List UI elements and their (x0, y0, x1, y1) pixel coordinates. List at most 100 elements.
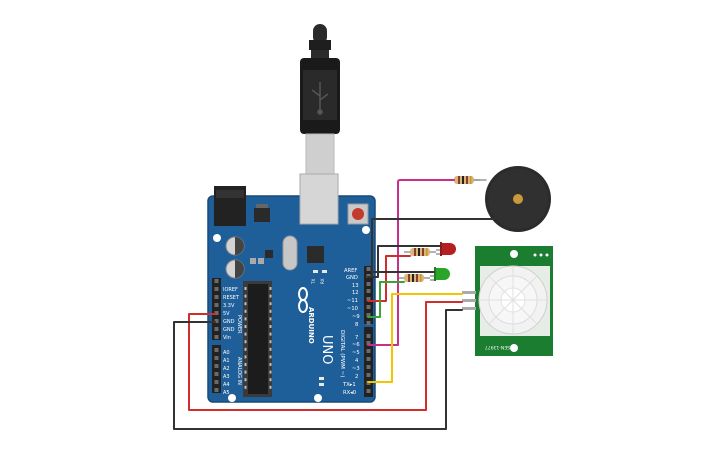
header-pin-hole[interactable] (214, 335, 219, 339)
header-pin-hole[interactable] (366, 373, 371, 377)
chip-pin (244, 317, 247, 321)
pir-pin (462, 299, 476, 302)
wire-red-led[interactable] (367, 255, 411, 302)
pin-label-4: 4 (355, 358, 359, 364)
chip-pin (244, 287, 247, 290)
mounting-hole (213, 234, 221, 242)
header-pin-hole[interactable] (366, 282, 371, 286)
pin-label-12: 12 (352, 290, 359, 296)
header-pin-hole[interactable] (366, 321, 371, 325)
header-pin-hole[interactable] (366, 349, 371, 353)
chip-pin (244, 294, 247, 298)
chip-pin (244, 385, 247, 389)
pin-label-10: ~10 (347, 306, 358, 312)
power-header (212, 278, 221, 340)
pin-label-7: 7 (355, 335, 358, 341)
header-pin-hole[interactable] (214, 287, 219, 291)
resistor-green-led[interactable] (399, 274, 430, 282)
header-pin-hole[interactable] (366, 357, 371, 361)
chip-pin (269, 317, 272, 321)
header-pin-hole[interactable] (366, 267, 371, 271)
chip-pin (244, 309, 247, 313)
chip-pin (269, 347, 272, 351)
pin-label-a1: A1 (223, 358, 230, 364)
header-pin-hole[interactable] (366, 305, 371, 309)
header-pin-hole[interactable] (366, 389, 371, 393)
wire-black-pir-gnd[interactable] (173, 309, 463, 430)
header-pin-hole[interactable] (214, 356, 219, 360)
pir-top-label: PIR SENSOR (497, 354, 524, 360)
header-pin-hole[interactable] (214, 303, 219, 307)
header-pin-hole[interactable] (214, 295, 219, 299)
pir-hole (510, 344, 518, 352)
pin-label-gnd: GND (346, 275, 358, 281)
piezo-buzzer[interactable] (485, 166, 551, 232)
header-pin-hole[interactable] (214, 327, 219, 331)
pin-label-tx1: TX▸1 (342, 382, 356, 388)
chip-pin (269, 363, 272, 366)
header-pin-hole[interactable] (366, 341, 371, 345)
red-led[interactable] (436, 242, 456, 256)
usb-icon (311, 82, 329, 115)
arduino-logo (298, 287, 308, 313)
wire-magenta-buzzer[interactable] (367, 179, 455, 346)
chip-pin (244, 355, 247, 359)
l-led (319, 383, 324, 386)
chip-pin (269, 385, 272, 389)
chip-pin (269, 309, 272, 313)
header-pin-hole[interactable] (214, 364, 219, 368)
chip-pin (269, 340, 272, 344)
model-label: UNO (319, 335, 334, 364)
wire-black-green-led[interactable] (371, 271, 435, 278)
pin-label-5: ~5 (352, 350, 360, 356)
left-pin-holes[interactable] (214, 279, 219, 392)
header-pin-hole[interactable] (214, 319, 219, 323)
pin-label-a4: A4 (223, 382, 230, 388)
header-pin-hole[interactable] (214, 372, 219, 376)
mounting-hole (362, 226, 370, 234)
header-pin-hole[interactable] (366, 297, 371, 301)
chip-pin (269, 370, 272, 374)
wire-green-led[interactable] (367, 281, 405, 318)
header-pin-hole[interactable] (366, 334, 371, 338)
analog-header-label: ANALOG IN (236, 357, 242, 385)
pin-label-rx0: RX◂0 (343, 390, 356, 396)
header-pin-hole[interactable] (214, 388, 219, 392)
chip-pin (269, 378, 272, 382)
header-pin-hole[interactable] (214, 311, 219, 315)
chip-pin (269, 294, 272, 298)
header-pin-hole[interactable] (366, 365, 371, 369)
pin-label-3: ~3 (352, 366, 360, 372)
green-led[interactable] (430, 267, 450, 281)
chip-pin (244, 370, 247, 374)
wire-red-pir-vcc[interactable] (188, 301, 463, 411)
header-pin-hole[interactable] (366, 313, 371, 317)
atmega-chip (248, 284, 268, 394)
chip-pin (244, 332, 247, 336)
header-pin-hole[interactable] (366, 289, 371, 293)
chip-pin (269, 302, 272, 306)
pir-sensor[interactable]: PIR SENSOR SEN-13977 (462, 246, 553, 360)
usb-cable[interactable] (300, 24, 340, 175)
pin-label-a2: A2 (223, 366, 230, 372)
header-pin-hole[interactable] (214, 348, 219, 352)
pin-label-gnd1: GND (223, 319, 235, 325)
reset-button[interactable] (347, 203, 369, 225)
buzzer-center (513, 194, 523, 204)
pin-label-a3: A3 (223, 374, 230, 380)
rx-label: RX (320, 278, 325, 284)
tx-led (313, 270, 318, 273)
header-pin-hole[interactable] (214, 279, 219, 283)
chip-pin (269, 325, 272, 328)
pin-label-reset: RESET (223, 295, 240, 301)
arduino-uno-board[interactable]: TX RX ARDUINO UNO AREF GND 13 (207, 173, 376, 403)
tx-label: TX (311, 279, 316, 285)
analog-header (212, 345, 221, 393)
mounting-hole (228, 394, 236, 402)
resistor-red-led[interactable] (404, 248, 436, 256)
header-pin-hole[interactable] (214, 380, 219, 384)
on-led (319, 377, 324, 380)
chip-pin (244, 340, 247, 344)
wire-yellow-pir-out[interactable] (367, 293, 463, 383)
